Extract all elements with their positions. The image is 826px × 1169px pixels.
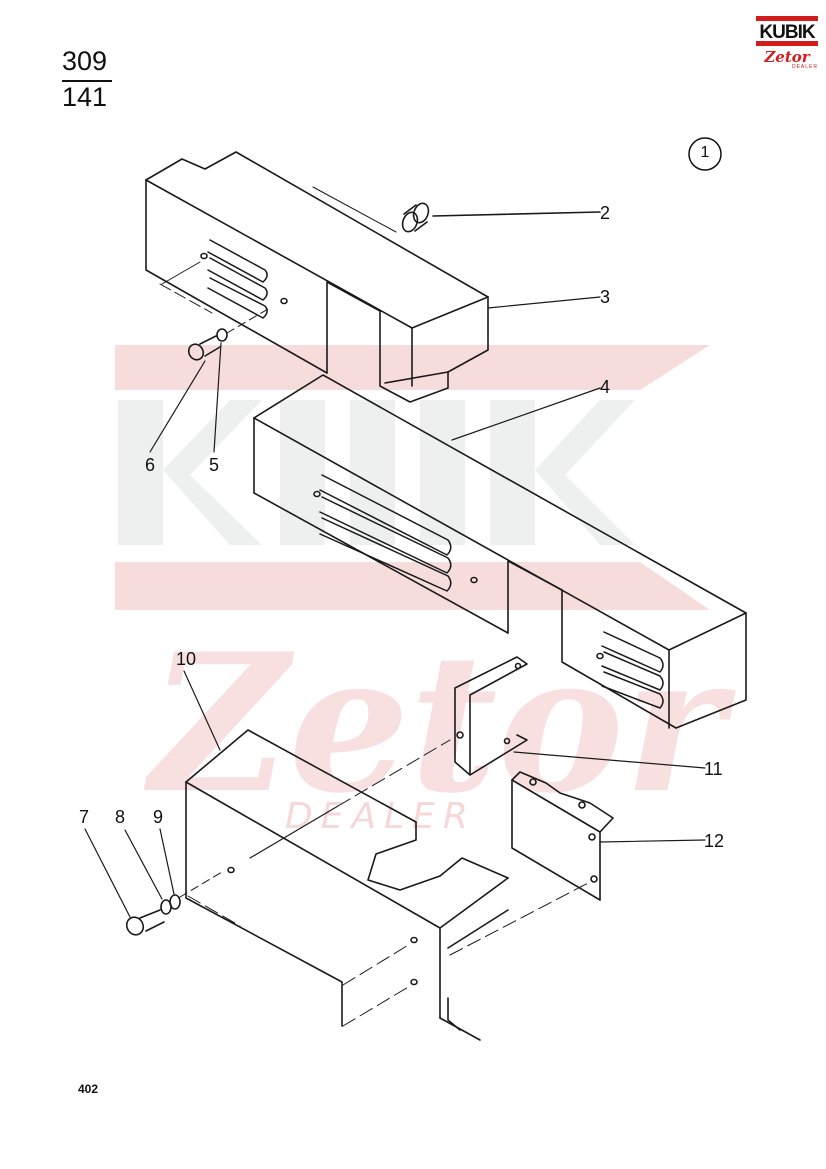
part-10-lower-cover [183, 670, 509, 1041]
watermark-zetor-text: Zetor [143, 612, 736, 835]
part-11-bracket [454, 656, 706, 776]
callout-7: 7 [79, 807, 90, 827]
part-9-washer [159, 828, 223, 910]
part-3-upper-cover [145, 151, 489, 403]
part-12-side-plate [449, 771, 706, 956]
page-number-divider [62, 80, 112, 82]
callout-2: 2 [600, 203, 611, 223]
logo-zetor-text: Zetor [764, 48, 810, 66]
callout-12: 12 [704, 831, 725, 851]
page-number-bottom: 141 [62, 82, 108, 112]
part-8-washer [124, 829, 172, 915]
callout-5: 5 [209, 455, 220, 475]
logo-stripes [756, 16, 818, 46]
callout-3: 3 [600, 287, 611, 307]
badge-circle [688, 137, 722, 171]
callout-11: 11 [704, 759, 723, 779]
sheet-number-badge: 1 [688, 137, 722, 171]
callout-10: 10 [176, 649, 197, 669]
footer-page-number: 402 [78, 1082, 99, 1096]
logo-dealer-text: DEALER [791, 64, 818, 70]
callout-4: 4 [600, 377, 611, 397]
part-2-bushing [401, 202, 601, 233]
callout-9: 9 [153, 807, 164, 827]
page-number-top: 309 [62, 46, 108, 76]
part-4-main-cover [253, 374, 747, 729]
callout-6: 6 [145, 455, 156, 475]
callout-8: 8 [115, 807, 126, 827]
part-6-bolt [149, 335, 221, 453]
logo-brand-text: KUBIK [759, 22, 815, 43]
part-5-washer [213, 308, 269, 453]
sheet-badge-label: 1 [700, 144, 710, 161]
watermark-dealer-text: DEALER [285, 796, 476, 837]
part-7-bolt [84, 828, 165, 936]
kubik-zetor-logo: KUBIK Zetor DEALER [756, 16, 818, 70]
